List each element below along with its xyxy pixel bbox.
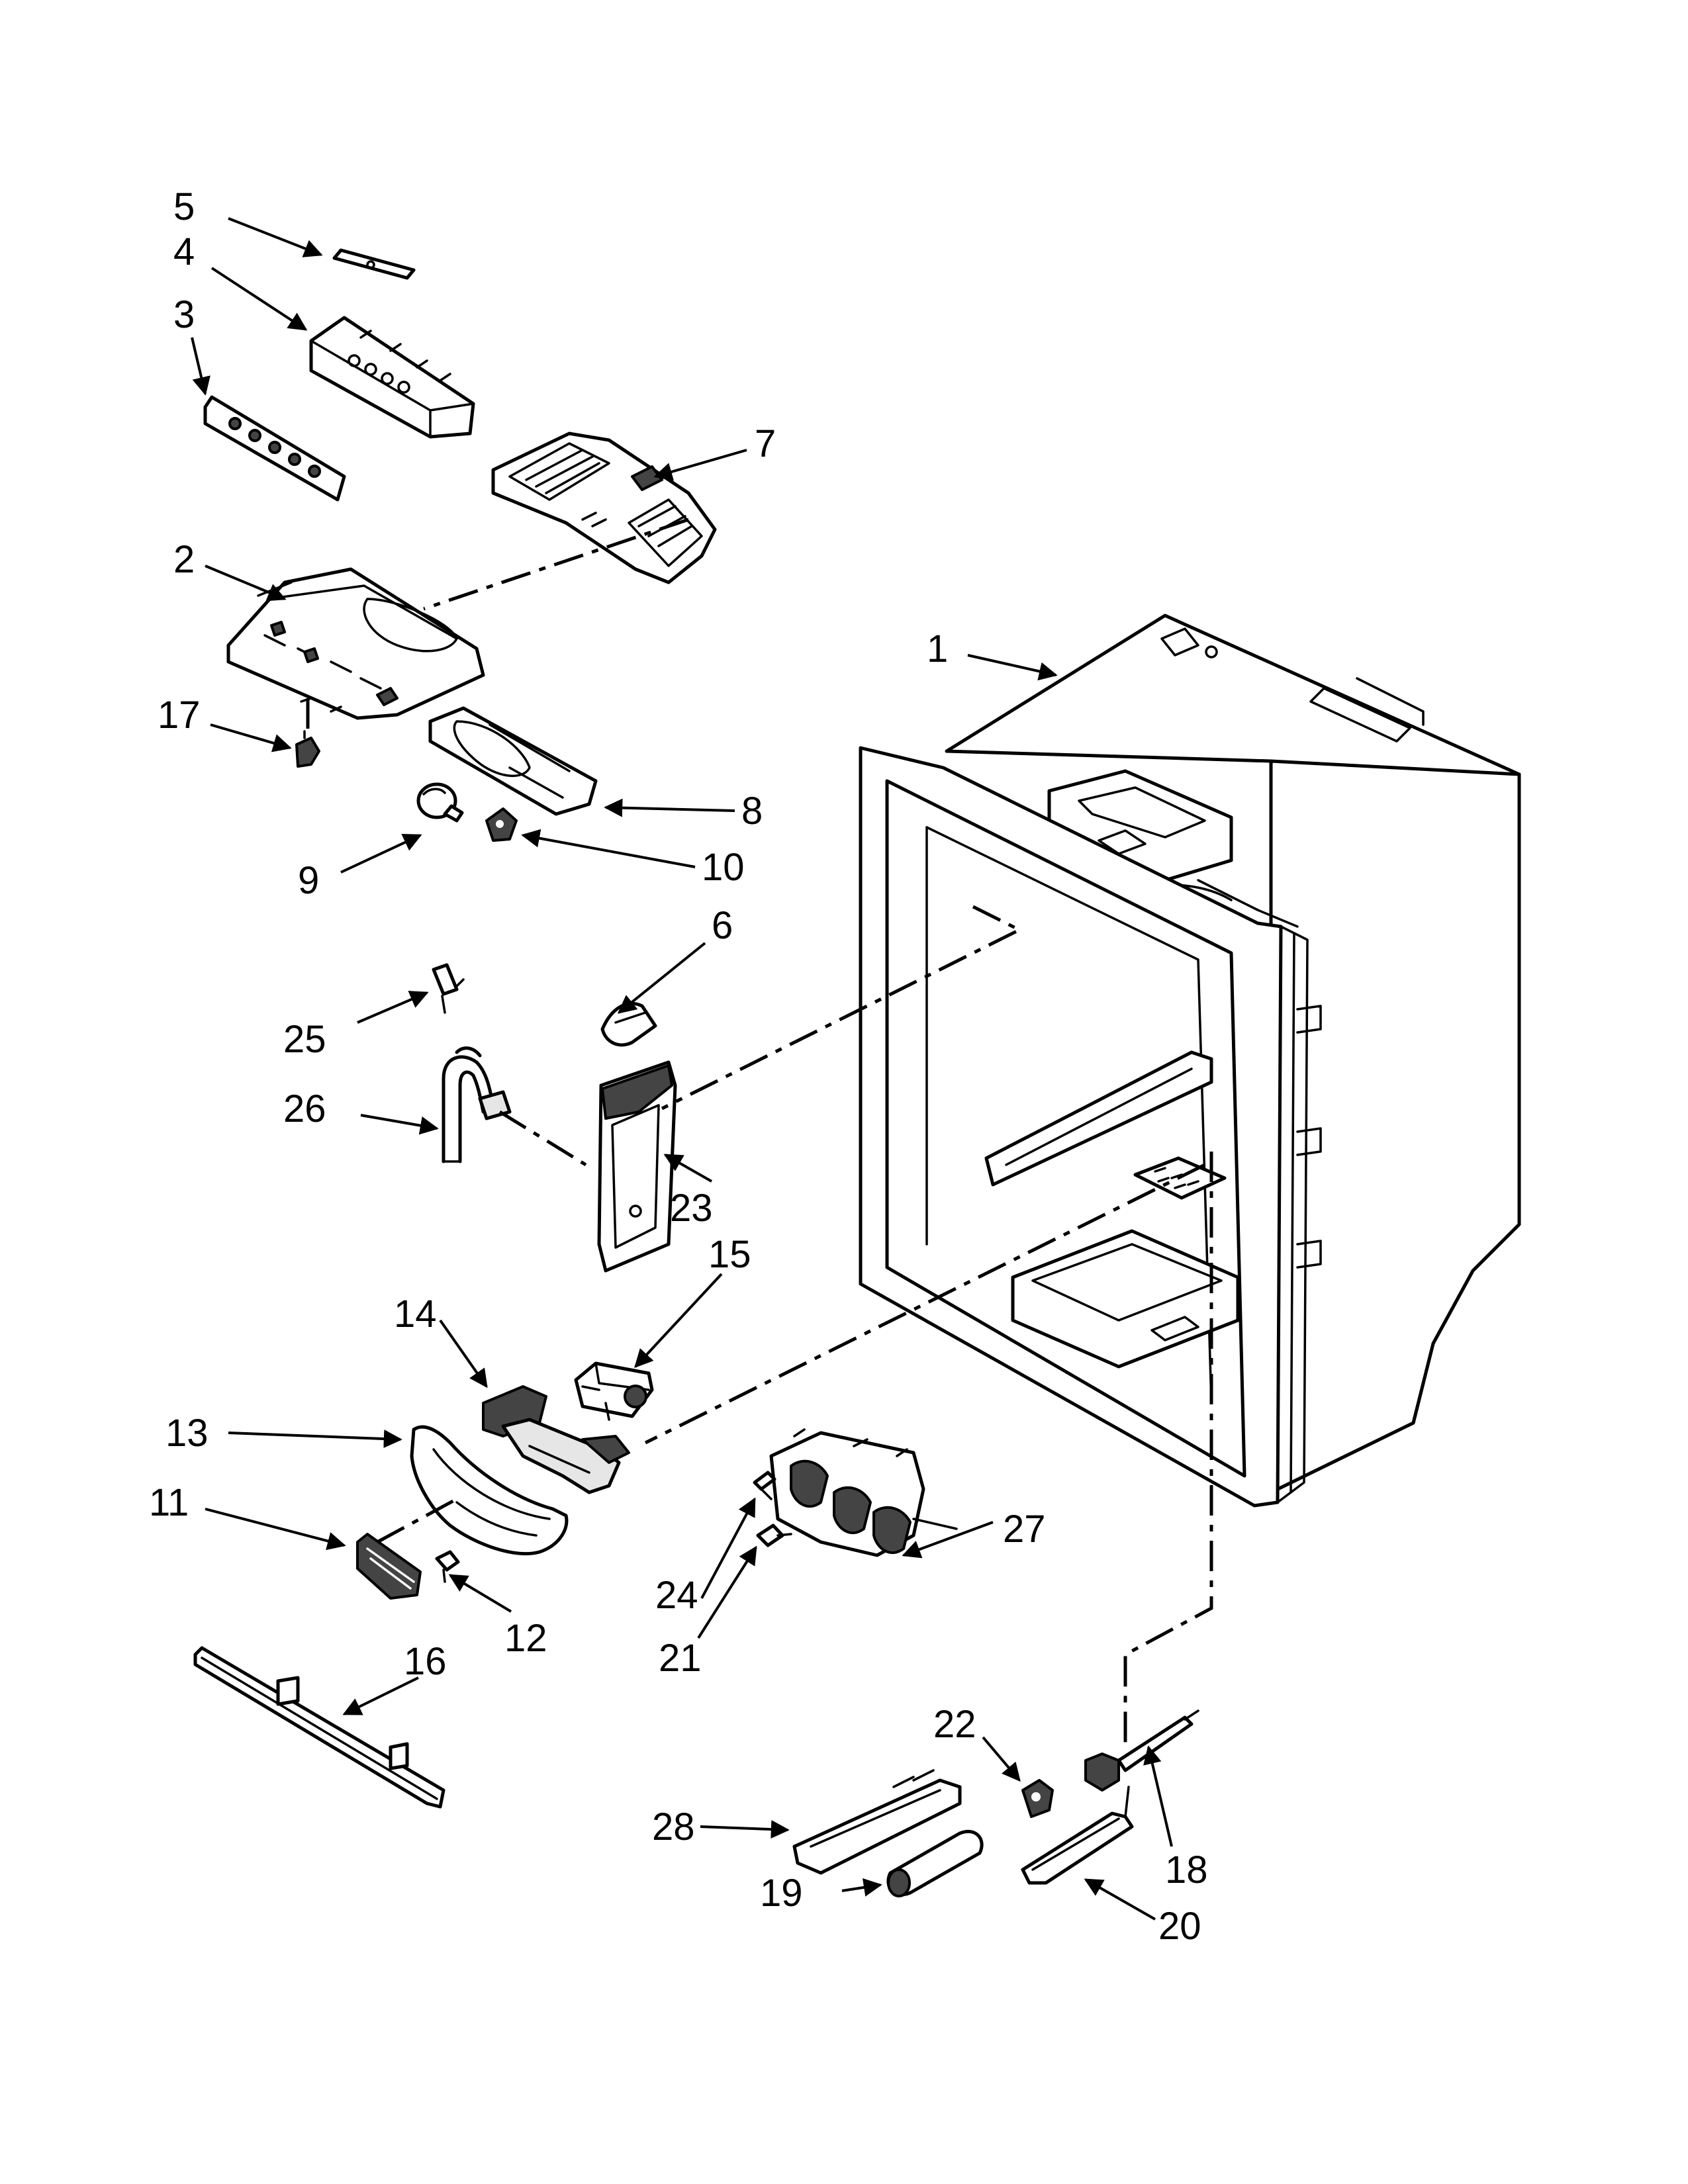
part-9-bulb (416, 782, 464, 823)
callout-8: 8 (741, 790, 763, 833)
part-25-thermistor (432, 963, 465, 1014)
part-3-control-panel (203, 395, 346, 502)
callout-15: 15 (708, 1233, 751, 1276)
callout-4: 4 (173, 230, 195, 273)
callout-22: 22 (933, 1703, 976, 1746)
part-26-water-tube (442, 1046, 512, 1163)
callout-19: 19 (760, 1872, 803, 1915)
callout-10: 10 (702, 846, 745, 889)
callout-18: 18 (1165, 1848, 1208, 1891)
callout-16: 16 (404, 1640, 447, 1683)
callout-21: 21 (659, 1637, 702, 1680)
part-14-dispenser-arm (482, 1385, 630, 1494)
callout-20: 20 (1158, 1905, 1201, 1948)
callout-2: 2 (173, 538, 195, 581)
callout-25: 25 (283, 1018, 326, 1061)
callout-5: 5 (173, 185, 195, 228)
part-2-light-housing (226, 567, 485, 720)
part-15-valve (574, 1361, 654, 1421)
part-13-bezel (410, 1425, 569, 1556)
part-21-screw (756, 1524, 792, 1547)
callout-3: 3 (173, 293, 195, 336)
callout-labels: 1 2 3 4 5 6 7 8 9 10 11 12 13 14 15 16 1… (149, 185, 1208, 1948)
callout-11: 11 (149, 1481, 189, 1524)
callout-28: 28 (652, 1805, 695, 1848)
callout-13: 13 (165, 1412, 209, 1455)
callout-24: 24 (655, 1574, 698, 1617)
part-28-filter-housing (792, 1769, 962, 1875)
callout-9: 9 (298, 859, 319, 902)
part-7-vent-cover (491, 432, 717, 584)
callout-6: 6 (712, 904, 733, 947)
part-12-screw (435, 1550, 460, 1583)
part-24-fastener (753, 1471, 776, 1500)
part-22-filter-cap (1021, 1779, 1054, 1818)
part-5-bracket (332, 248, 416, 280)
part-19-filter (886, 1829, 984, 1897)
callout-17: 17 (158, 694, 201, 737)
callout-14: 14 (394, 1293, 437, 1336)
part-1-liner (859, 614, 1521, 1508)
callout-27: 27 (1003, 1508, 1046, 1551)
callout-12: 12 (504, 1617, 547, 1660)
alignment-lines (306, 518, 1213, 1747)
part-27-heater-assembly (769, 1428, 958, 1557)
callout-7: 7 (755, 422, 776, 465)
leader-lines (191, 217, 1173, 1921)
part-18-filter-head (1084, 1709, 1199, 1792)
part-23-dispenser-housing (597, 1060, 677, 1273)
part-10-socket (485, 807, 518, 842)
part-6-clip (600, 1001, 657, 1047)
part-8-light-lens (428, 706, 598, 816)
part-16-rail (193, 1646, 445, 1809)
part-17-switch (295, 730, 320, 768)
callout-23: 23 (670, 1187, 713, 1230)
callout-1: 1 (927, 627, 948, 670)
part-11-drip-tray (356, 1533, 422, 1600)
callout-26: 26 (283, 1087, 326, 1130)
part-20-filter-cover (1021, 1786, 1134, 1885)
part-4-control-housing (309, 316, 475, 439)
